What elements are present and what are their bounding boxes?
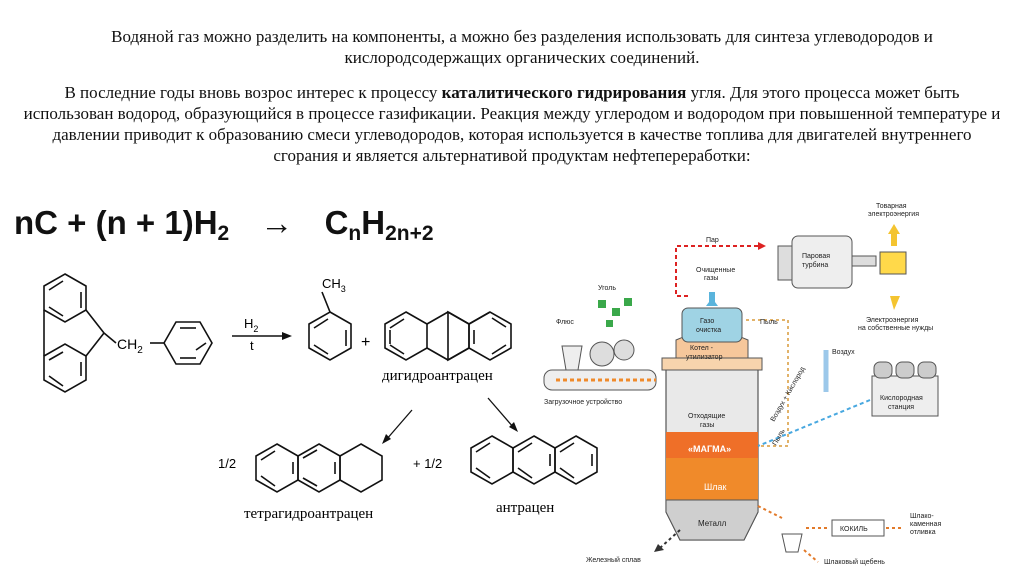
gasification-plant-diagram: Пар Очищенные газы Паровая турбина Товар… [543, 203, 941, 566]
paragraph-hydrogenation: В последние годы вновь возрос интерес к … [22, 82, 1002, 166]
oxygen-line [757, 399, 871, 447]
iron-out-line [659, 529, 681, 549]
coal-piece-4 [606, 320, 613, 327]
formula-arrow: → [260, 204, 294, 241]
label-slag-stone-2: каменная [910, 521, 941, 528]
kokil-box [831, 519, 885, 537]
branch-arrow-right-head [509, 422, 518, 432]
dihydroanthracene-label: дигидроантрацен [382, 368, 493, 384]
para2-end: угля. Для этого процесса может быть испо… [23, 83, 1001, 165]
tetrahydroanthracene-structure [255, 443, 383, 493]
steam-arrow [758, 242, 766, 250]
generator [879, 251, 907, 275]
coal-piece-3 [624, 298, 632, 306]
toluene-structure [308, 291, 352, 361]
slag-out-line [757, 505, 783, 519]
label-loader: Загрузочное устройство [544, 398, 622, 406]
label-gas-clean-1: Газо [700, 318, 714, 325]
label-magma: «МАГМА» [688, 444, 731, 454]
hydrogenation-formula: nC + (n + 1)H2 → CnH2n+2 [14, 204, 434, 246]
magma-upper [666, 432, 758, 458]
label-boiler-2: утилизатор [686, 354, 723, 361]
formula-right-h: H [361, 204, 386, 241]
label-turbine-1: Паровая [802, 253, 830, 260]
steam-line [675, 245, 758, 297]
anthracene-structure [470, 435, 598, 485]
coal-piece-1 [598, 300, 606, 308]
label-slag: Шлак [704, 482, 727, 492]
oxygen-tank-1 [873, 361, 893, 379]
para2-bold-term: каталитического гидрирования [441, 83, 687, 102]
iron-out-arrow [654, 544, 664, 552]
formula-right-sub-n: n [348, 222, 362, 245]
label-power-out-2: электроэнергия [868, 211, 919, 218]
label-slag-gravel: Шлаковый щебень [824, 558, 885, 566]
flux-hopper [561, 345, 583, 371]
oxygen-station [871, 375, 939, 417]
turbine-inlet [777, 245, 793, 281]
reaction-scheme: CH2 H2 t CH3 + дигидроантрацен 1/2 тетра… [43, 273, 598, 522]
label-flux: Флюс [556, 319, 574, 326]
label-iron-out: Железный сплав [586, 556, 641, 564]
coal-crusher-1 [589, 341, 615, 367]
benzyl-dihydroanthracene-structure [43, 273, 213, 393]
dust-line [746, 319, 789, 447]
reaction-arrow-head [282, 332, 292, 340]
label-coal: Уголь [598, 285, 616, 292]
ch2-label: CH2 [117, 336, 143, 356]
label-slag-stone-1: Шлако- [910, 513, 934, 520]
label-dust: Пыль [760, 319, 778, 326]
power-out-arrow [888, 224, 900, 234]
formula-right-c: C [324, 204, 349, 241]
label-turbine-2: турбина [802, 261, 828, 269]
power-own-bolt [890, 296, 900, 310]
label-oxygen-1: Кислородная [880, 395, 923, 402]
label-boiler-1: Котел - [690, 345, 714, 352]
dihydroanthracene-structure [384, 310, 512, 362]
label-kokil: КОКИЛЬ [840, 526, 868, 533]
label-gas-clean-2: очистка [696, 327, 721, 334]
label-oxygen-2: станция [888, 404, 914, 411]
turbine-shaft [851, 255, 877, 267]
branch-arrow-right [487, 397, 515, 429]
label-power-own-2: на собственные нужды [858, 324, 933, 332]
label-clean-gas-2: газы [704, 275, 718, 282]
label-power-out-1: Товарная [876, 203, 907, 210]
label-air: Воздух [832, 349, 855, 356]
reagent-h2: H2 [244, 316, 258, 334]
oxygen-tank-2 [895, 361, 915, 379]
half-coefficient-2: + 1/2 [413, 456, 442, 471]
gravel-line [803, 549, 819, 563]
formula-right-sub-2n2: 2n+2 [385, 222, 434, 245]
para2-start: В последние годы вновь возрос интерес к … [64, 83, 442, 102]
anthracene-label: антрацен [496, 500, 554, 516]
coal-crusher-2 [613, 339, 635, 361]
half-coefficient-1: 1/2 [218, 456, 236, 471]
branch-arrow-left [385, 409, 413, 441]
formula-left-sub: 2 [217, 222, 230, 245]
boiler-flange [661, 357, 763, 371]
paragraph-water-gas: Водяной газ можно разделить на компонент… [111, 27, 933, 67]
label-slag-stone-3: отливка [910, 529, 936, 536]
branch-arrow-left-head [382, 434, 391, 444]
oxygen-tank-3 [917, 361, 937, 379]
label-waste-gas-1: Отходящие [688, 413, 725, 420]
coal-piece-2 [612, 308, 620, 316]
formula-left: nC + (n + 1)H [14, 204, 218, 241]
condition-t: t [250, 338, 254, 353]
plus-sign: + [361, 334, 370, 351]
label-power-own-1: Электроэнергия [866, 317, 919, 324]
label-metal: Металл [698, 519, 727, 528]
clean-gas-stem [709, 292, 715, 306]
power-out-stem [891, 234, 897, 246]
slag-bucket [781, 533, 803, 553]
label-clean-gas-1: Очищенные [696, 267, 735, 274]
methyl-label: CH3 [322, 276, 346, 294]
gas-cleaning-unit [681, 307, 743, 343]
label-steam: Пар [706, 237, 719, 244]
metal-zone [665, 499, 759, 541]
label-waste-gas-2: газы [700, 422, 714, 429]
label-dust-2: Пыль [772, 428, 787, 447]
tetrahydroanthracene-label: тетрагидроантрацен [244, 506, 373, 522]
